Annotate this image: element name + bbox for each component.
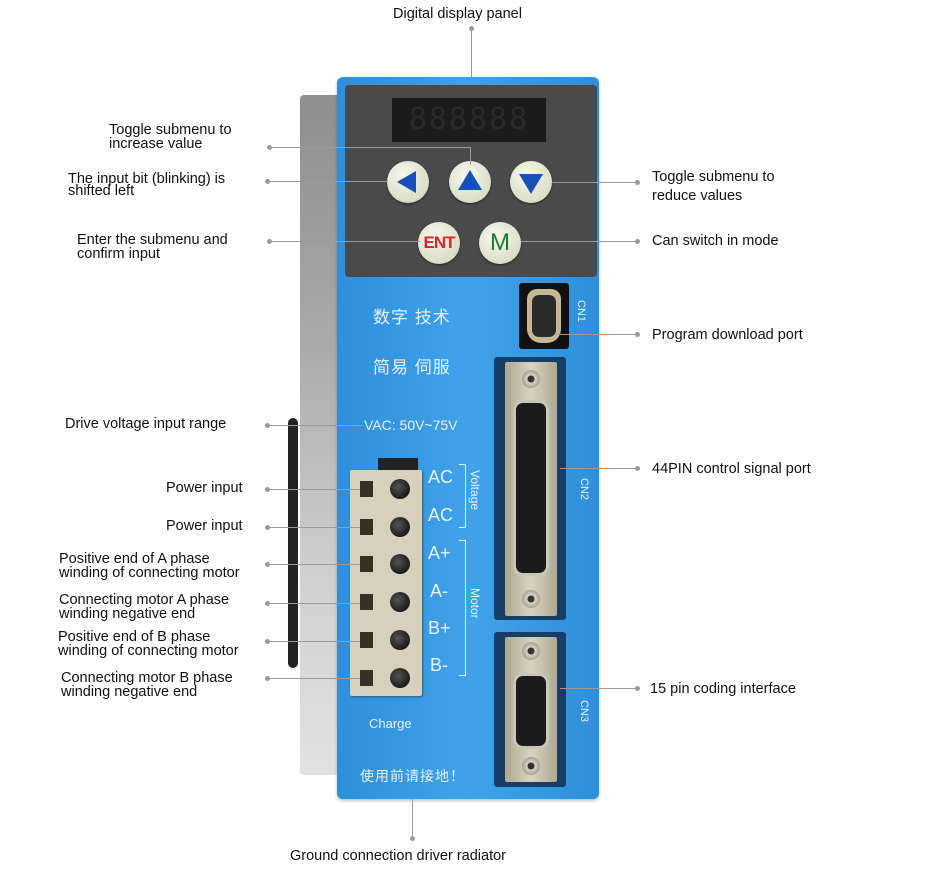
- label-coding-interface: 15 pin coding interface: [650, 681, 796, 697]
- down-arrow-icon: [519, 174, 543, 194]
- screw: [522, 642, 540, 660]
- terminal-label-a-minus: A-: [430, 581, 448, 601]
- screw: [522, 757, 540, 775]
- terminal-label-ac1: AC: [428, 467, 454, 487]
- panel-text-line2: 简易 伺服: [373, 358, 451, 377]
- callout-line: [471, 28, 472, 101]
- increase-button[interactable]: [449, 161, 491, 203]
- cn1-usb-port[interactable]: [519, 283, 569, 349]
- terminal-screw[interactable]: [390, 517, 410, 537]
- mode-button[interactable]: M: [479, 222, 521, 264]
- cn3-label: CN3: [578, 700, 590, 723]
- terminal-label-ac2: AC: [428, 505, 454, 525]
- terminal-label-b-minus: B-: [430, 655, 448, 675]
- label-ground-connection: Ground connection driver radiator: [290, 848, 507, 864]
- digital-display: 888888: [392, 98, 546, 142]
- terminal-label-b-plus: B+: [428, 618, 451, 638]
- decrease-button[interactable]: [510, 161, 552, 203]
- motor-bracket: [459, 540, 466, 676]
- terminal-block: [350, 470, 422, 696]
- voltage-bracket: [459, 464, 466, 528]
- panel-text-line1: 数字 技术: [373, 308, 451, 327]
- label-power-input-1: Power input: [166, 480, 243, 496]
- label-power-input-2: Power input: [166, 518, 243, 534]
- cn1-label: CN1: [575, 300, 587, 323]
- terminal-screw[interactable]: [390, 630, 410, 650]
- terminal-latch: [378, 458, 418, 472]
- mounting-clip: [288, 418, 298, 668]
- motor-group-label: Motor: [468, 588, 482, 619]
- cn3-15pin-port[interactable]: [505, 637, 557, 782]
- label-mode: Can switch in mode: [652, 233, 779, 249]
- left-shift-button[interactable]: [387, 161, 429, 203]
- terminal-screw[interactable]: [390, 479, 410, 499]
- label-control-port: 44PIN control signal port: [652, 461, 811, 477]
- up-arrow-icon: [458, 170, 482, 190]
- cn2-label: CN2: [578, 478, 590, 501]
- callout-dot: [469, 26, 474, 31]
- screw: [522, 370, 540, 388]
- voltage-group-label: Voltage: [468, 470, 482, 511]
- charge-label: Charge: [369, 716, 412, 731]
- label-voltage-range: Drive voltage input range: [65, 416, 227, 432]
- screw: [522, 590, 540, 608]
- enter-button[interactable]: ENT: [418, 222, 460, 264]
- terminal-screw[interactable]: [390, 668, 410, 688]
- voltage-range-text: VAC: 50V~75V: [364, 417, 458, 433]
- cn2-44pin-port[interactable]: [505, 362, 557, 616]
- digital-display-panel-label: Digital display panel: [393, 6, 522, 22]
- terminal-screw[interactable]: [390, 592, 410, 612]
- terminal-label-a-plus: A+: [428, 543, 451, 563]
- left-arrow-icon: [396, 171, 416, 193]
- ground-warning-text: 使用前请接地！: [360, 768, 465, 784]
- label-download-port: Program download port: [652, 327, 803, 343]
- terminal-screw[interactable]: [390, 554, 410, 574]
